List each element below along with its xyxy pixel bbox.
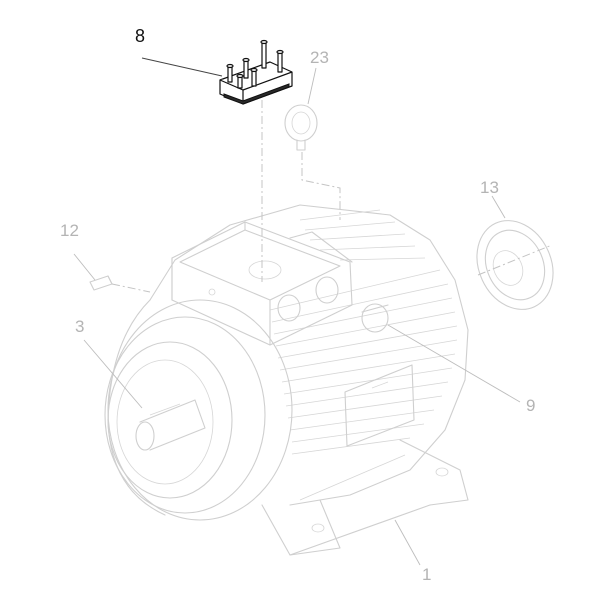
bearing <box>476 220 554 310</box>
motor-feet <box>261 439 469 556</box>
nameplate <box>344 364 415 447</box>
terminal-studs <box>226 39 284 89</box>
cable-gland <box>361 303 389 333</box>
callout-labels: 8 23 13 12 3 9 1 <box>60 26 535 584</box>
callout-9[interactable]: 9 <box>526 396 535 415</box>
front-end-shield <box>104 299 293 521</box>
terminal-block-part-8[interactable] <box>219 39 293 105</box>
motor-shaft <box>135 399 206 451</box>
callout-23[interactable]: 23 <box>310 48 329 67</box>
motor-housing <box>149 204 469 506</box>
terminal-box <box>171 221 353 346</box>
callout-13[interactable]: 13 <box>480 178 499 197</box>
callout-leaders <box>73 57 521 566</box>
eye-bolt <box>284 104 318 151</box>
assembly-lines <box>111 100 553 293</box>
callout-1[interactable]: 1 <box>422 565 431 584</box>
callout-8[interactable]: 8 <box>135 26 145 46</box>
callout-3[interactable]: 3 <box>75 317 84 336</box>
callout-12[interactable]: 12 <box>60 221 79 240</box>
